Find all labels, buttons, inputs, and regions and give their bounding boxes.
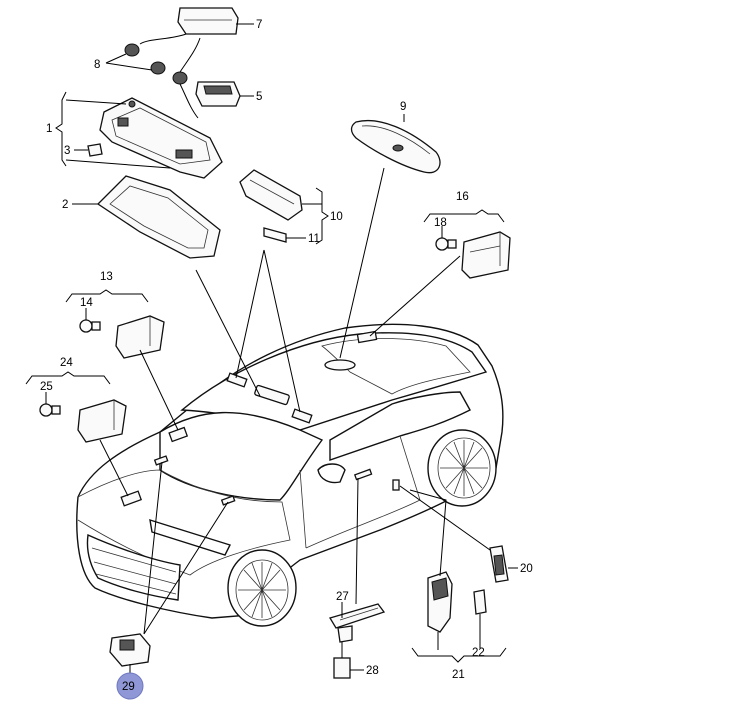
part-28-connector[interactable]	[333, 642, 351, 679]
callout-29: 29	[122, 681, 135, 693]
part-13-lamp-holder[interactable]	[115, 315, 165, 359]
part-3-bulb[interactable]	[87, 143, 103, 157]
part-16-lamp-holder[interactable]	[461, 231, 511, 279]
callout-2: 2	[62, 199, 68, 211]
part-11-bulb[interactable]	[263, 227, 287, 243]
part-14-bulb[interactable]	[79, 319, 101, 333]
callout-11: 11	[308, 233, 320, 245]
callout-21: 21	[452, 669, 465, 681]
part-22-bulb[interactable]	[473, 589, 487, 615]
callout-1: 1	[46, 123, 52, 135]
callout-16: 16	[456, 191, 469, 203]
callout-20: 20	[520, 563, 533, 575]
callout-9: 9	[400, 101, 406, 113]
callout-25: 25	[40, 381, 53, 393]
callout-7: 7	[256, 19, 262, 31]
car-illustration	[76, 323, 504, 627]
callout-24: 24	[60, 357, 73, 369]
callout-18: 18	[434, 217, 447, 229]
part-1-roof-console[interactable]	[99, 97, 223, 179]
callout-3: 3	[64, 145, 70, 157]
callout-labels: 7 8 5 1 3 2 9 10 11 16 18 13 14 24 25 20…	[40, 19, 533, 693]
part-18-bulb[interactable]	[435, 237, 457, 251]
callout-14: 14	[80, 297, 93, 309]
part-29-sensor[interactable]	[109, 633, 151, 667]
callout-29-highlight	[116, 672, 144, 700]
callout-10: 10	[330, 211, 343, 223]
callout-27: 27	[336, 591, 349, 603]
part-24-lamp-holder[interactable]	[77, 399, 127, 443]
part-20-cover[interactable]	[489, 545, 509, 583]
part-27-strip[interactable]	[329, 603, 386, 643]
part-21-lamp[interactable]	[427, 571, 453, 633]
part-8-harness[interactable]	[124, 33, 201, 119]
callout-13: 13	[100, 271, 113, 283]
callout-22: 22	[472, 647, 485, 659]
part-2-lens[interactable]	[96, 175, 221, 259]
part-25-bulb[interactable]	[39, 403, 61, 417]
part-7-module[interactable]	[177, 7, 239, 35]
part-10-housing[interactable]	[239, 169, 303, 221]
part-5-switch[interactable]	[195, 81, 241, 107]
callout-28: 28	[366, 665, 379, 677]
leader-lines	[25, 23, 518, 676]
callout-5: 5	[256, 91, 262, 103]
callout-8: 8	[94, 59, 100, 71]
part-9-lamp[interactable]	[350, 120, 441, 174]
